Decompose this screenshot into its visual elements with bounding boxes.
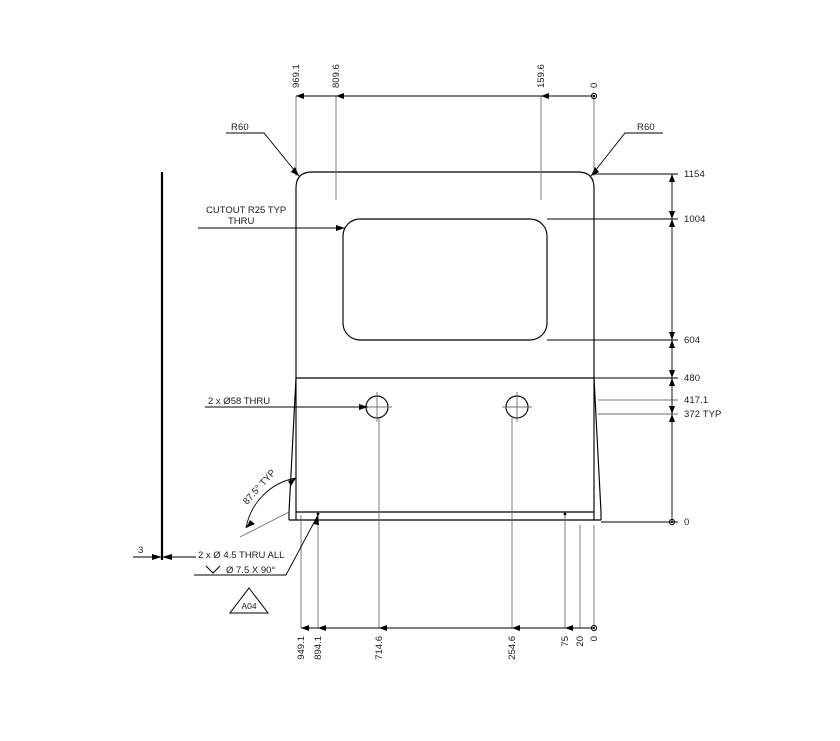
right-dim-label: 372 TYP (684, 409, 722, 420)
cutout-label-line1: CUTOUT R25 TYP (206, 205, 286, 216)
callout-cutout: CUTOUT R25 TYP THRU (198, 205, 345, 231)
thickness-dim-label: 3 (138, 545, 143, 556)
right-dimension-labels: 1154 1004 604 480 417.1 372 TYP 0 (684, 169, 722, 528)
callout-angle: 87.5° TYP (239, 468, 297, 538)
csk-hole-right-mark (563, 512, 567, 516)
right-dim-label: 0 (684, 517, 689, 528)
bottom-dim-label: 714.6 (374, 636, 385, 660)
radius-left-label: R60 (231, 122, 249, 133)
top-dimension-line (296, 92, 598, 100)
csk-label-line1: 2 x Ø 4.5 THRU ALL (198, 550, 284, 561)
right-dimension-line (668, 174, 676, 526)
top-dim-label: 159.6 (536, 64, 547, 88)
bottom-dim-label: 254.6 (507, 636, 518, 660)
extension-lines-top (295, 96, 595, 200)
holes-main-label: 2 x Ø58 THRU (208, 396, 270, 407)
extension-lines-bottom (300, 418, 595, 628)
top-dim-label: 809.6 (331, 64, 342, 88)
hole-right (502, 392, 532, 422)
top-dim-label: 969.1 (291, 64, 302, 88)
bottom-dim-label: 0 (589, 636, 600, 641)
callout-holes-countersunk: 2 x Ø 4.5 THRU ALL Ø 7.5 X 90° (194, 512, 567, 576)
top-dim-label: 0 (589, 83, 600, 88)
cutout-label-line2: THRU (228, 216, 255, 227)
callout-holes-main: 2 x Ø58 THRU (205, 396, 368, 410)
revision-flag-label: A04 (241, 601, 256, 611)
revision-flag-a04: A04 (228, 587, 270, 614)
bottom-dimension-line (301, 624, 598, 632)
csk-label-line2: Ø 7.5 X 90° (226, 565, 275, 576)
csk-hole-left-mark (316, 512, 320, 516)
right-dim-label: 1004 (684, 214, 706, 225)
part-outline (288, 171, 602, 521)
callout-radius-right: R60 (590, 122, 663, 177)
top-dimension-labels: 969.1 809.6 159.6 0 (291, 64, 600, 88)
bottom-dim-label: 894.1 (313, 636, 324, 660)
countersink-icon (205, 565, 221, 574)
radius-right-label: R60 (637, 122, 655, 133)
right-dim-label: 480 (684, 373, 700, 384)
right-dim-label: 1154 (684, 169, 705, 180)
extension-lines-right (547, 173, 678, 523)
right-dim-label: 417.1 (684, 395, 708, 406)
triangle-flag-icon (228, 587, 270, 614)
thickness-dimension: 3 (133, 545, 196, 560)
bottom-dim-label: 75 (560, 636, 571, 647)
bottom-dim-label: 20 (575, 636, 586, 647)
right-dim-label: 604 (684, 335, 700, 346)
bottom-dim-label: 949.1 (296, 636, 307, 660)
inner-cutout (342, 218, 548, 341)
bottom-dimension-labels: 949.1 894.1 714.6 254.6 75 20 0 (296, 636, 600, 660)
callout-radius-left: R60 (226, 122, 300, 177)
